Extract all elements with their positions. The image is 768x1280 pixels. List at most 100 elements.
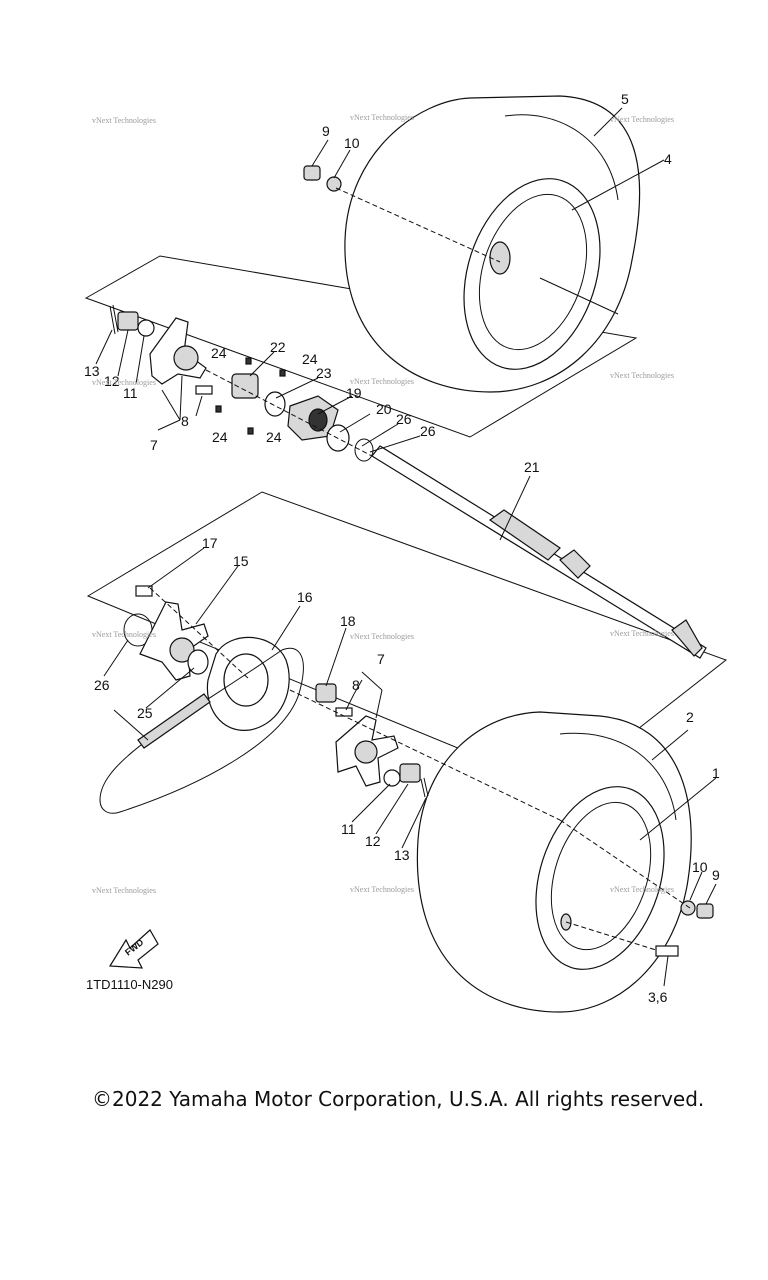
nut-9-lower bbox=[696, 903, 714, 919]
washer-11-upper bbox=[137, 319, 155, 337]
callout-18: 19 bbox=[346, 385, 362, 401]
washer-11-lower bbox=[383, 769, 401, 787]
rear-axle bbox=[371, 445, 707, 659]
callout-11-upper: 11 bbox=[123, 385, 138, 401]
lower-wheel-alignment-line bbox=[559, 819, 691, 909]
spacer-24 bbox=[187, 649, 209, 675]
callout-9-lower: 9 bbox=[712, 867, 720, 883]
watermark: vNext Technologies bbox=[350, 113, 414, 122]
callout-20: 21 bbox=[524, 459, 540, 475]
callout-23-a: 24 bbox=[211, 345, 227, 361]
watermark: vNext Technologies bbox=[92, 378, 156, 387]
washer-10-lower bbox=[680, 900, 696, 916]
callout-25-upper-b: 26 bbox=[420, 423, 436, 439]
callout-23-b: 24 bbox=[302, 351, 318, 367]
castle-nut-12-lower bbox=[399, 763, 421, 783]
circlip-25-upper bbox=[354, 438, 374, 462]
callout-1: 1 bbox=[712, 765, 720, 781]
upper-hub-parts bbox=[109, 304, 374, 462]
upper-wheel-alignment-line bbox=[335, 187, 501, 263]
seal-22 bbox=[264, 391, 286, 417]
nut-9-upper bbox=[303, 165, 321, 181]
diagram-code: 1TD1110-N290 bbox=[86, 977, 173, 992]
cotter-pin-13-lower bbox=[423, 777, 429, 797]
callout-13-lower: 13 bbox=[394, 847, 410, 863]
upper-wheel-rim bbox=[463, 178, 601, 370]
callout-2: 2 bbox=[686, 709, 694, 725]
hub-7-upper-center bbox=[173, 345, 199, 371]
upper-hub-alignment-line bbox=[205, 369, 373, 457]
watermark: vNext Technologies bbox=[92, 886, 156, 895]
upper-wheel-inner-rim bbox=[478, 193, 588, 351]
collar-21 bbox=[231, 373, 259, 399]
cotter-pin-13-upper bbox=[112, 304, 119, 333]
axle-splines-outer bbox=[559, 549, 591, 579]
upper-wheel-hub bbox=[489, 241, 511, 275]
drive-chain-26 bbox=[137, 693, 211, 749]
bolt-8-lower bbox=[335, 707, 353, 717]
sprocket-hub-14-center bbox=[169, 637, 195, 663]
callout-8-upper: 8 bbox=[181, 413, 189, 429]
callout-14: 15 bbox=[233, 553, 249, 569]
valve-stem-3-6 bbox=[655, 945, 679, 957]
lower-tire-assembly bbox=[416, 711, 692, 1013]
watermark: vNext Technologies bbox=[350, 632, 414, 641]
callout-4: 4 bbox=[664, 151, 672, 167]
lower-tire-tread-line bbox=[559, 732, 677, 821]
copyright-notice: ©2022 Yamaha Motor Corporation, U.S.A. A… bbox=[92, 1087, 705, 1111]
watermark: vNext Technologies bbox=[610, 885, 674, 894]
watermark: vNext Technologies bbox=[610, 629, 674, 638]
lower-hub-parts bbox=[99, 585, 714, 957]
setscrew-23-b bbox=[279, 369, 286, 377]
callout-7-lower: 7 bbox=[377, 651, 385, 667]
sprocket-15-bore bbox=[223, 653, 269, 707]
upper-assembly-panel bbox=[84, 255, 638, 438]
callout-16: 17 bbox=[202, 535, 218, 551]
leader-lines bbox=[95, 107, 717, 987]
setscrew-23-a bbox=[245, 357, 252, 365]
callout-5: 5 bbox=[621, 91, 629, 107]
bolt-8-upper bbox=[195, 385, 213, 395]
axle-splines-inner bbox=[488, 509, 561, 561]
callout-12-lower: 12 bbox=[365, 833, 381, 849]
callout-25-lower: 26 bbox=[94, 677, 110, 693]
bolt-16 bbox=[135, 585, 153, 597]
lower-wheel-inner-rim bbox=[550, 801, 652, 951]
setscrew-23-d bbox=[247, 427, 254, 435]
callout-11-lower: 11 bbox=[341, 821, 356, 837]
fwd-arrow: FWD bbox=[108, 929, 159, 969]
cotter-pin-13-upper-b bbox=[109, 305, 116, 335]
hub-7-lower-center bbox=[354, 740, 378, 764]
callout-23-d: 24 bbox=[266, 429, 282, 445]
cotter-pin-13-lower-b bbox=[420, 778, 426, 798]
callout-17: 18 bbox=[340, 613, 356, 629]
upper-tire-tread-line bbox=[504, 114, 619, 201]
callout-labels: 5 4 9 10 13 12 11 8 7 24 22 24 23 19 24 … bbox=[84, 91, 720, 1005]
nut-17 bbox=[315, 683, 337, 703]
upper-tire-assembly bbox=[344, 95, 641, 393]
watermarks: vNext Technologies vNext Technologies vN… bbox=[92, 113, 674, 895]
callout-8-lower: 8 bbox=[352, 677, 360, 693]
castle-nut-12-upper bbox=[117, 311, 139, 331]
callout-23-c: 24 bbox=[212, 429, 228, 445]
fwd-arrow-shape bbox=[108, 929, 159, 969]
callout-25-upper-a: 26 bbox=[396, 411, 412, 427]
callout-22: 23 bbox=[316, 365, 332, 381]
callout-24: 25 bbox=[137, 705, 153, 721]
lower-hub-alignment-line bbox=[289, 689, 561, 821]
lower-assembly-panel bbox=[86, 491, 728, 791]
watermark: vNext Technologies bbox=[610, 371, 674, 380]
callout-10-upper: 10 bbox=[344, 135, 360, 151]
callout-9-upper: 9 bbox=[322, 123, 330, 139]
callout-19: 20 bbox=[376, 401, 392, 417]
setscrew-23-c bbox=[215, 405, 222, 413]
watermark: vNext Technologies bbox=[610, 115, 674, 124]
bearing-housing-18-center bbox=[308, 408, 328, 432]
callout-3-6: 3,6 bbox=[648, 989, 668, 1005]
callout-7-upper: 7 bbox=[150, 437, 158, 453]
watermark: vNext Technologies bbox=[350, 377, 414, 386]
watermark: vNext Technologies bbox=[92, 630, 156, 639]
callout-10-lower: 10 bbox=[692, 859, 708, 875]
